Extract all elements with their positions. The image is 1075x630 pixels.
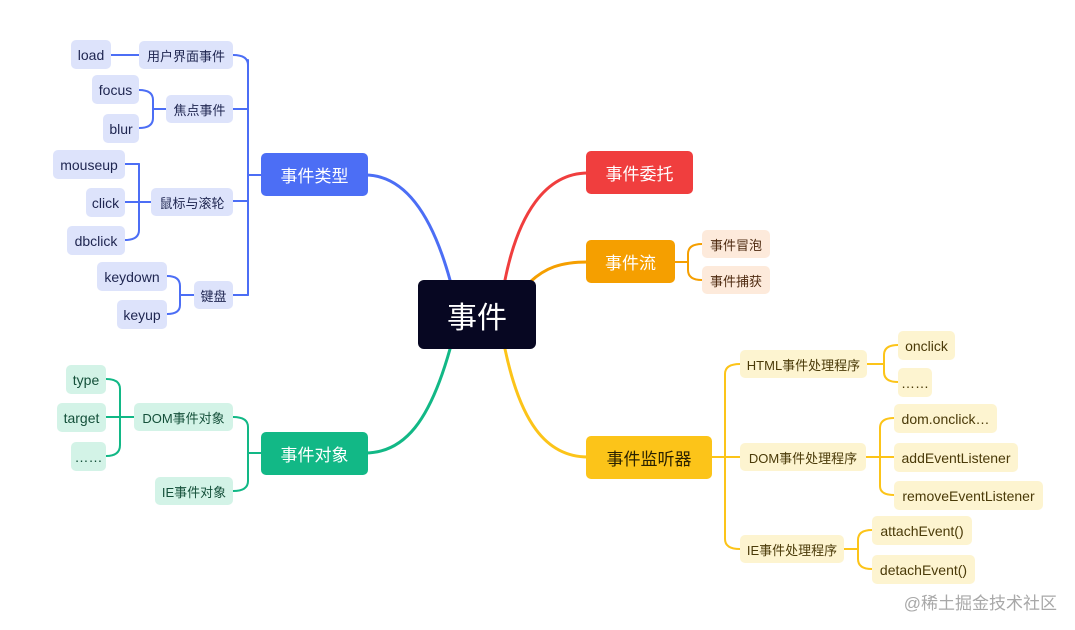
leaf-click[interactable]: click: [86, 188, 125, 217]
leaf-mouseup[interactable]: mouseup: [53, 150, 125, 179]
group-keyboard[interactable]: 键盘: [194, 281, 233, 309]
watermark: @稀土掘金技术社区: [903, 594, 1057, 613]
group-dom-handler[interactable]: DOM事件处理程序: [740, 443, 866, 471]
group-ie-event-object[interactable]: IE事件对象: [155, 477, 233, 505]
leaf-event-bubbling[interactable]: 事件冒泡: [702, 230, 770, 258]
leaf-add-event-listener[interactable]: addEventListener: [894, 443, 1018, 472]
leaf-onclick[interactable]: onclick: [898, 331, 955, 360]
group-html-handler[interactable]: HTML事件处理程序: [740, 350, 867, 378]
leaf-event-capturing[interactable]: 事件捕获: [702, 266, 770, 294]
branch-event-object[interactable]: 事件对象: [261, 432, 368, 475]
connector-root-types: [363, 173, 452, 282]
leaf-attach-event[interactable]: attachEvent(): [872, 516, 972, 545]
connector-root-object: [363, 347, 452, 455]
connector-root-delegation: [503, 171, 590, 282]
leaf-blur[interactable]: blur: [103, 114, 139, 143]
leaf-load[interactable]: load: [71, 40, 111, 69]
group-focus-events[interactable]: 焦点事件: [166, 95, 233, 123]
branch-event-listener[interactable]: 事件监听器: [586, 436, 712, 479]
group-ie-handler[interactable]: IE事件处理程序: [740, 535, 844, 563]
group-dom-event-object[interactable]: DOM事件对象: [134, 403, 233, 431]
leaf-keydown[interactable]: keydown: [97, 262, 167, 291]
connector-root-listener: [503, 347, 590, 459]
leaf-target[interactable]: target: [57, 403, 106, 432]
branch-event-flow[interactable]: 事件流: [586, 240, 675, 283]
branch-event-types[interactable]: 事件类型: [261, 153, 368, 196]
leaf-focus[interactable]: focus: [92, 75, 139, 104]
root-node[interactable]: 事件: [418, 280, 536, 349]
group-mouse-wheel[interactable]: 鼠标与滚轮: [151, 188, 233, 216]
leaf-dom-onclick[interactable]: dom.onclick…: [894, 404, 997, 433]
branch-event-delegation[interactable]: 事件委托: [586, 151, 693, 194]
leaf-type[interactable]: type: [66, 365, 106, 394]
leaf-dbclick[interactable]: dbclick: [67, 226, 125, 255]
leaf-keyup[interactable]: keyup: [117, 300, 167, 329]
leaf-object-ellipsis[interactable]: ……: [71, 442, 106, 471]
connector-root-flow: [528, 260, 590, 284]
leaf-detach-event[interactable]: detachEvent(): [872, 555, 975, 584]
group-ui-events[interactable]: 用户界面事件: [139, 41, 233, 69]
leaf-remove-event-listener[interactable]: removeEventListener: [894, 481, 1043, 510]
leaf-listener-ellipsis[interactable]: ……: [898, 368, 932, 397]
